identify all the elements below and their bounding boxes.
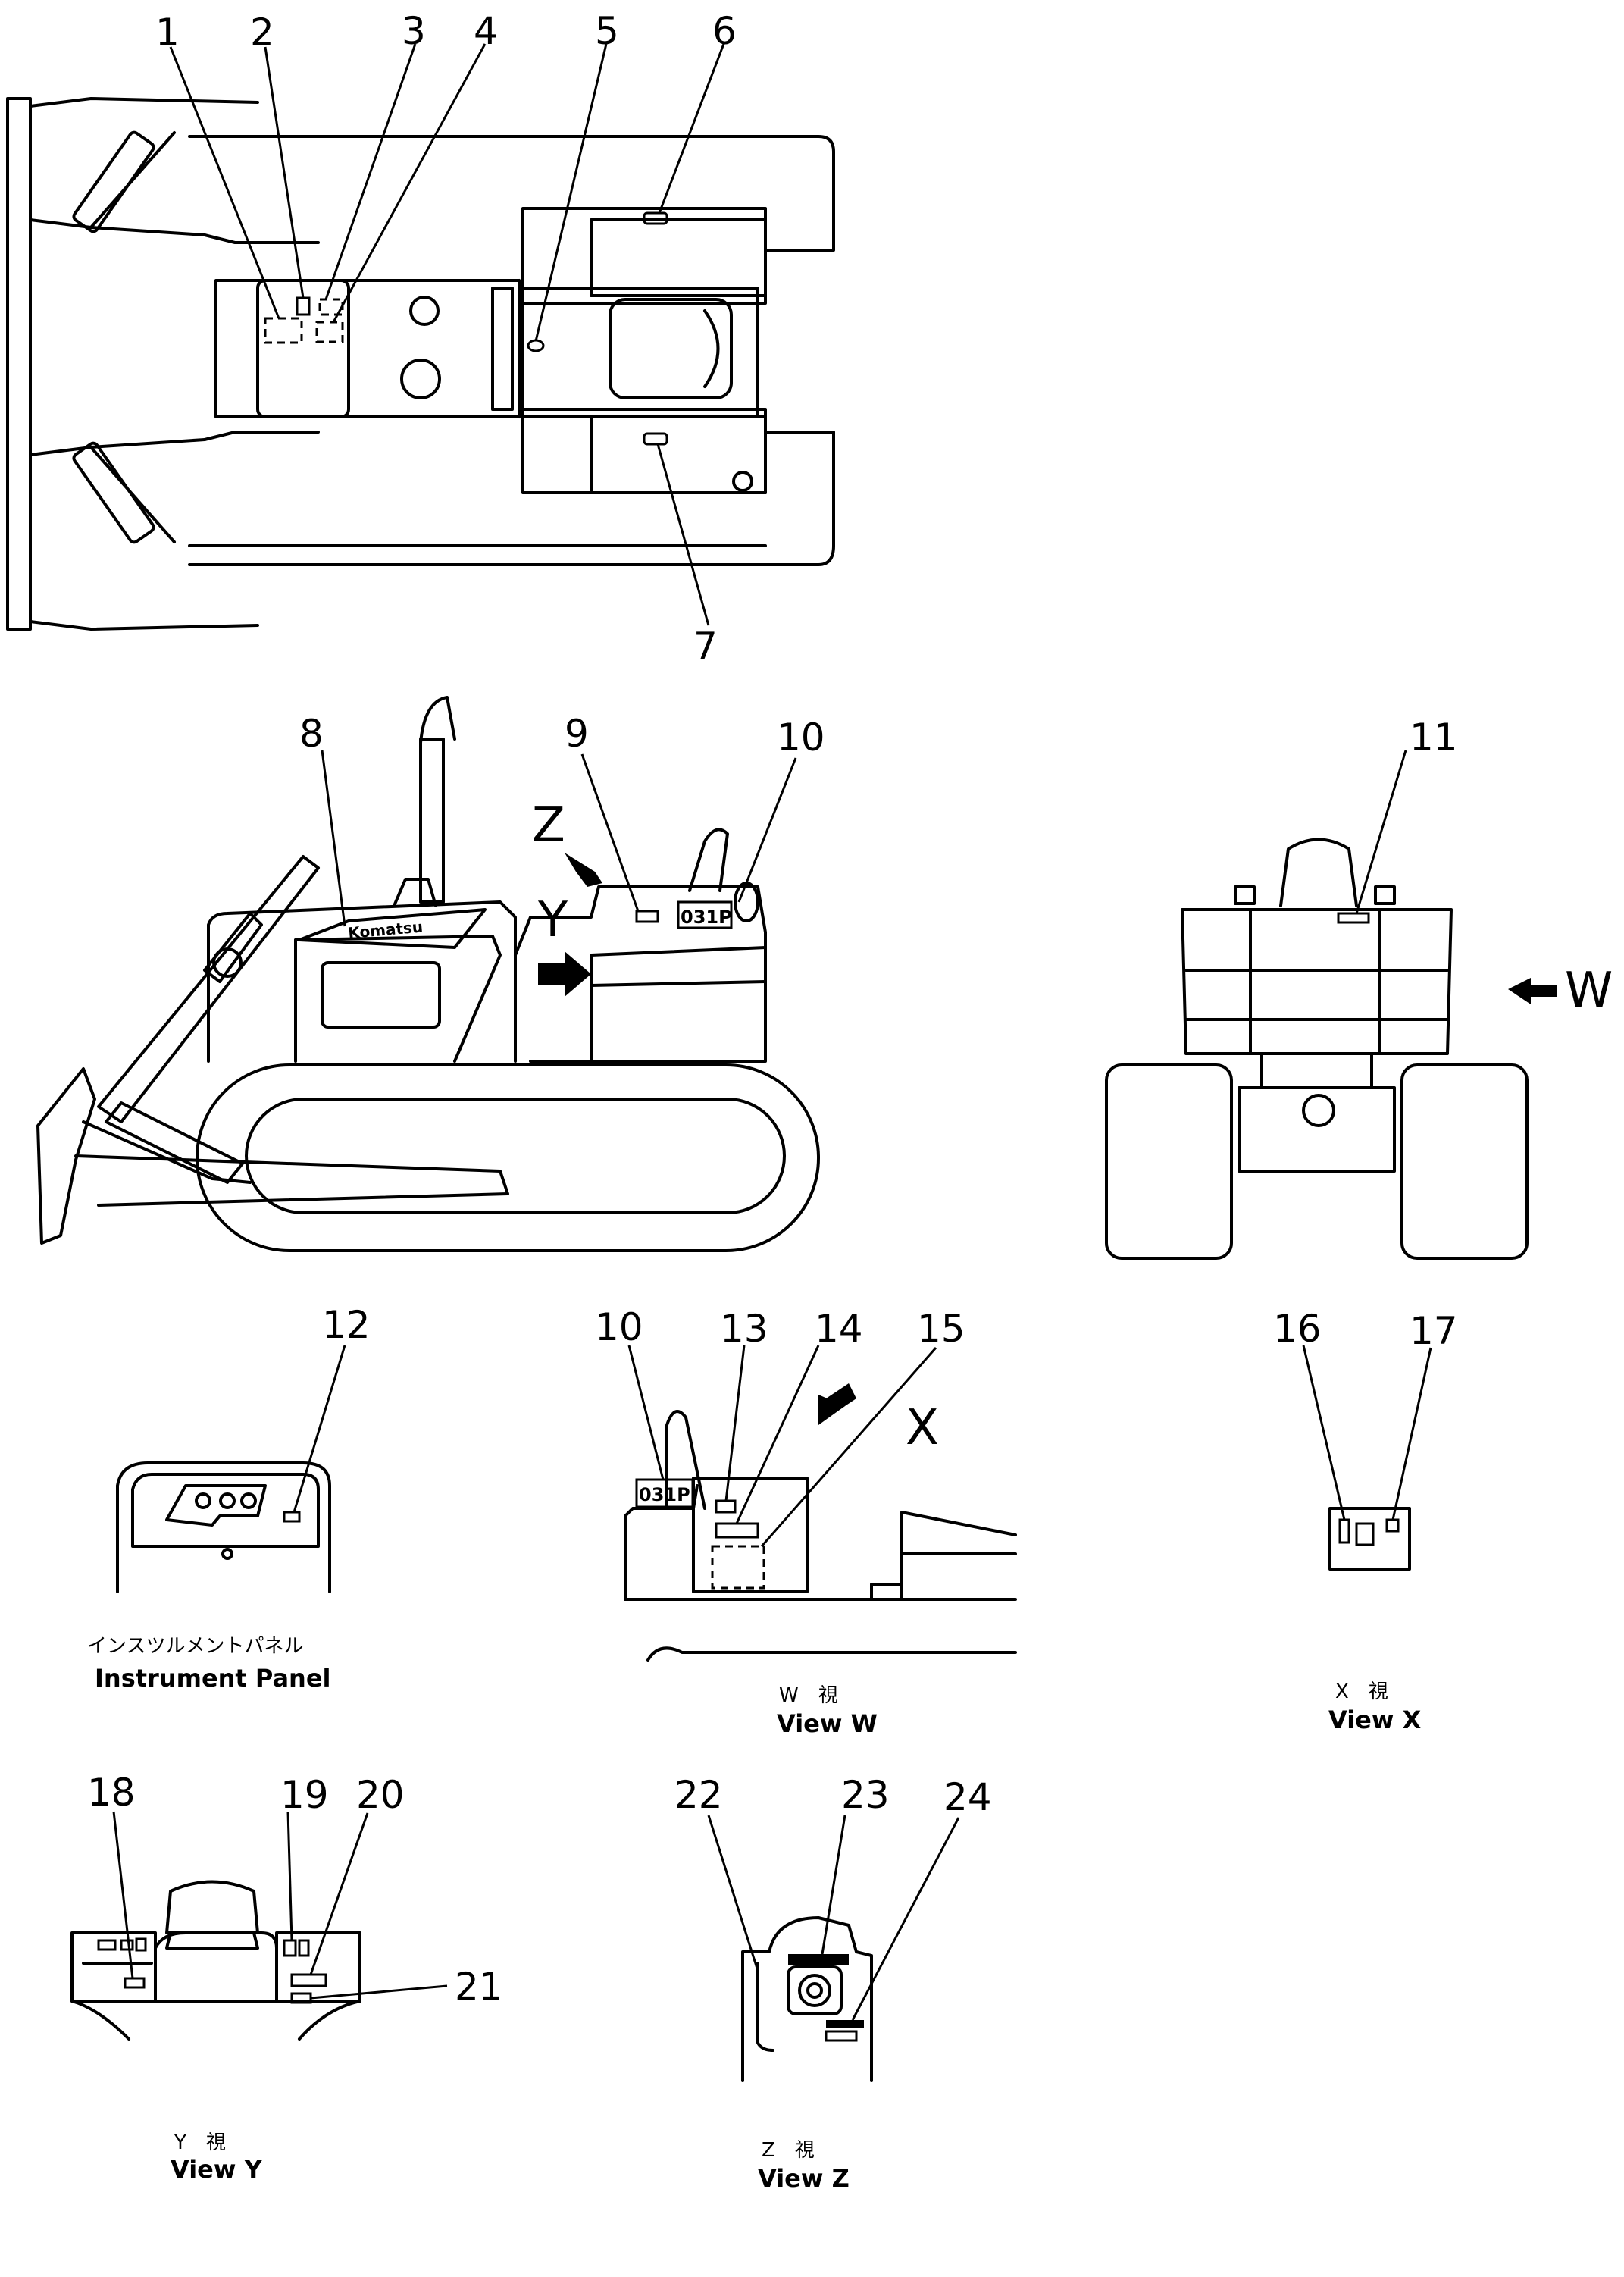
callout-21: 21 (455, 1965, 503, 2009)
caption-instrument-panel-en: Instrument Panel (95, 1664, 331, 1693)
callout-17: 17 (1410, 1309, 1458, 1353)
view-letter-x: X (906, 1400, 939, 1456)
caption-view-x-jp: X 視 (1335, 1680, 1388, 1703)
view-letter-y: Y (537, 892, 568, 948)
view-letter-w: W (1565, 963, 1613, 1019)
instrument-panel-drawing (116, 1345, 346, 1593)
top-view-drawing (6, 43, 835, 631)
caption-view-x-en: View X (1328, 1705, 1422, 1734)
callout-7: 7 (693, 625, 718, 669)
callout-18: 18 (87, 1771, 136, 1815)
callout-10-view-w: 10 (595, 1305, 643, 1349)
view-captions: インスツルメントパネル Instrument Panel W 視 View W … (87, 1635, 1422, 2193)
callout-23: 23 (841, 1773, 890, 1817)
callout-16: 16 (1273, 1307, 1322, 1351)
caption-instrument-panel-jp: インスツルメントパネル (87, 1635, 303, 1658)
view-w-drawing: 031P X (624, 1345, 1017, 1662)
view-letter-z: Z (532, 797, 565, 853)
callout-22: 22 (674, 1773, 723, 1817)
caption-view-w-en: View W (777, 1709, 878, 1738)
caption-view-z-en: View Z (758, 2164, 850, 2193)
side-view-drawing: Komatsu 031P Z Y (36, 696, 820, 1252)
callout-numbers: 1 2 3 4 5 6 7 8 9 10 11 12 10 13 14 15 1… (87, 9, 1458, 2009)
callout-3: 3 (402, 9, 426, 53)
view-y-drawing (70, 1811, 448, 2041)
callout-15: 15 (917, 1307, 965, 1351)
callout-9: 9 (565, 712, 589, 756)
callout-5: 5 (595, 9, 619, 53)
callout-4: 4 (474, 9, 498, 53)
callout-6: 6 (712, 9, 737, 53)
callout-8: 8 (299, 712, 324, 756)
callout-14: 14 (815, 1307, 863, 1351)
caption-view-z-jp: Z 視 (762, 2139, 815, 2162)
view-w-model-plate-text: 031P (639, 1484, 690, 1505)
caption-view-y-en: View Y (171, 2155, 263, 2184)
view-z-drawing (707, 1815, 960, 2082)
callout-20: 20 (356, 1773, 405, 1817)
callout-1: 1 (155, 11, 180, 55)
callout-2: 2 (250, 11, 274, 55)
rear-view-drawing: W (1105, 750, 1613, 1260)
callout-13: 13 (720, 1307, 768, 1351)
callout-10: 10 (777, 716, 825, 760)
callout-11: 11 (1410, 716, 1458, 760)
callout-12: 12 (322, 1303, 371, 1347)
view-x-drawing (1302, 1345, 1432, 1571)
callout-19: 19 (280, 1773, 329, 1817)
model-plate-text: 031P (681, 907, 732, 928)
callout-24: 24 (943, 1775, 992, 1819)
caption-view-y-jp: Y 視 (174, 2131, 226, 2154)
caption-view-w-jp: W 視 (779, 1684, 838, 1707)
